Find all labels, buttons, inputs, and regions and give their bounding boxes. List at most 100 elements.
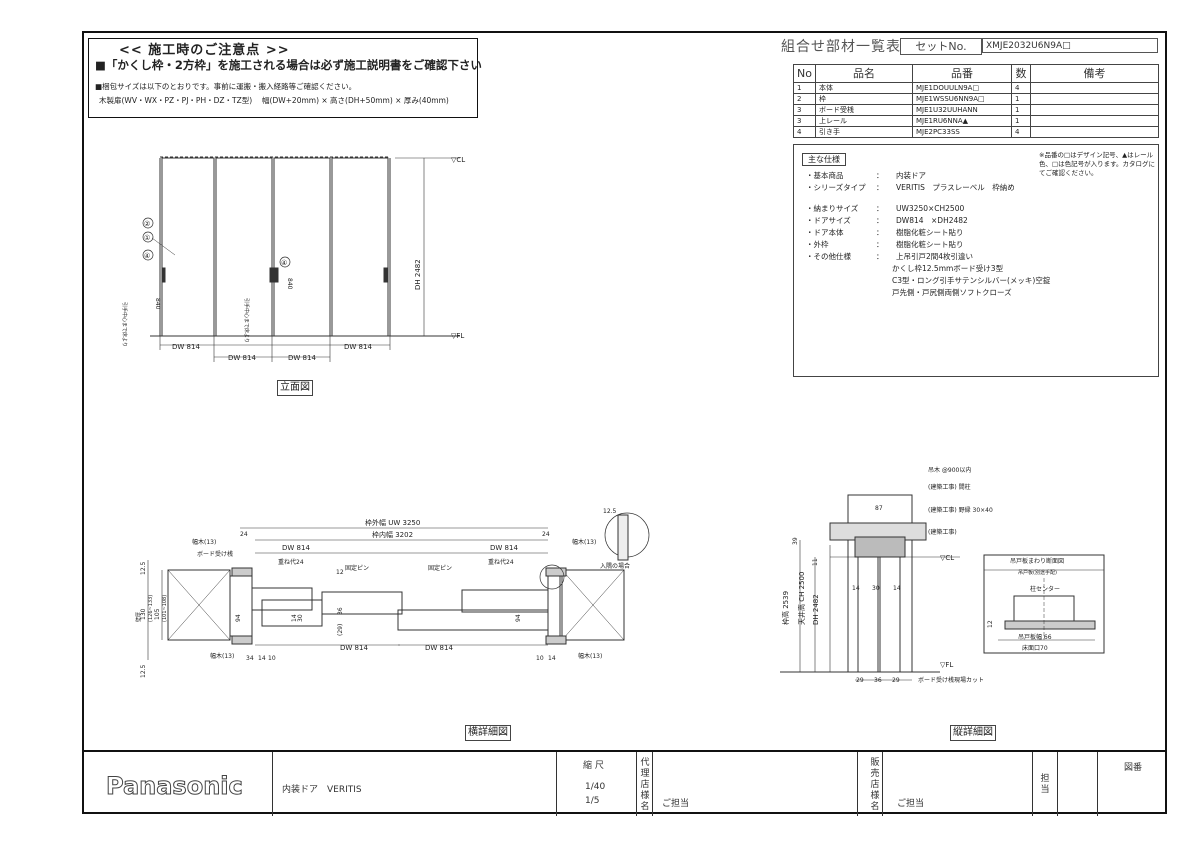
- plan-detail-label: 横詳細図: [465, 725, 511, 741]
- spec-value: 上吊引戸2間4枚引違い: [896, 252, 974, 261]
- notice-warning: ■「かくし枠・2方枠」を施工される場合は必ず施工説明書をご確認下さい: [95, 58, 482, 72]
- elevation-view: [142, 156, 460, 362]
- handle-height-2: 840: [286, 278, 293, 290]
- spec-row: ・ドアサイズ：DW814 ×DH2482: [806, 216, 968, 225]
- handle-note-2: 引手中心まで床より: [243, 298, 250, 343]
- plan-dim-24b: 24: [542, 531, 550, 538]
- plan-dim-14b: 14: [548, 655, 556, 662]
- scale-1: 1/40: [585, 782, 606, 792]
- section-dim-11: 11: [812, 558, 819, 566]
- plan-dim-12-5: 12.5: [603, 508, 617, 515]
- inset-dim-66: 吊戸板幅 66: [1018, 633, 1052, 641]
- spec-continued: 戸先側・戸尻側両側ソフトクローズ: [892, 288, 1012, 297]
- plan-overlap-1: 重ね代24: [278, 558, 304, 566]
- divider: [272, 752, 273, 816]
- plan-dim-24: 24: [240, 531, 248, 538]
- plan-dim-14c: 14: [291, 614, 298, 622]
- spec-row: ・ドア本体：樹脂化粧シート貼り: [806, 228, 964, 237]
- section-dim-29a: 29: [856, 677, 864, 684]
- title-block: Panasonic 内装ドア VERITIS 縮 尺 1/40 1/5 代理店様…: [82, 750, 1167, 816]
- divider: [652, 752, 653, 816]
- divider: [636, 752, 637, 816]
- elevation-label: 立面図: [277, 380, 313, 396]
- scale-cell: 縮 尺 1/40 1/5: [556, 752, 636, 816]
- spec-note: ※品番の□はデザイン記号、▲はレール色、□は色記号が入ります。カタログにてご確認…: [1039, 151, 1155, 177]
- spec-key: ・その他仕様: [806, 252, 851, 261]
- spec-value: DW814 ×DH2482: [896, 216, 968, 225]
- cell: MJE2PC33SS: [911, 126, 1012, 138]
- divider: [882, 752, 883, 816]
- section-ceiling: 吊木 @900以内: [928, 466, 971, 474]
- vertical-section-view: [780, 494, 1105, 681]
- divider: [1032, 752, 1033, 816]
- elevation-cl-label: ▽CL: [451, 156, 465, 164]
- spec-row: ・基本商品：内装ドア: [806, 171, 926, 180]
- plan-dim-10: 10: [268, 655, 276, 662]
- elevation-dw-4: DW 814: [344, 343, 372, 351]
- plan-dim-94: 94: [235, 614, 242, 622]
- plan-dim-10b: 10: [536, 655, 544, 662]
- set-number-label: セットNo.: [900, 38, 982, 55]
- spec-key: ・ドア本体: [806, 228, 844, 237]
- dealer-charge: ご担当: [897, 799, 925, 809]
- set-number-value: XMJE2032U6N9A□: [982, 38, 1158, 53]
- plan-wall: 壁厚: [135, 612, 142, 622]
- inset-dim-70: 床面口70: [1022, 644, 1048, 652]
- handle-height: 840: [154, 298, 161, 310]
- plan-dim-12: 12: [336, 569, 344, 576]
- plan-board: ボード受け桟: [197, 550, 233, 558]
- inset-dim-12: 12: [987, 620, 994, 628]
- spec-value: 樹脂化粧シート貼り: [896, 240, 964, 249]
- spec-key: ・納まりサイズ: [806, 204, 859, 213]
- section-dim-14a: 14: [852, 585, 860, 592]
- elevation-dw-2: DW 814: [228, 354, 256, 362]
- scale-label: 縮 尺: [583, 761, 604, 771]
- drawing-sheet: [82, 31, 1167, 814]
- spec-value: VERITIS プラスレーベル 枠納め: [896, 183, 1015, 192]
- plan-dw-4: DW 814: [425, 644, 453, 652]
- section-cl: ▽CL: [940, 554, 954, 562]
- spec-box: 主な仕様 ※品番の□はデザイン記号、▲はレール色、□は色記号が入ります。カタログ…: [793, 144, 1159, 377]
- plan-dim-130: 130: [140, 608, 147, 620]
- elevation-fl-label: ▽FL: [451, 332, 464, 340]
- plan-dw-3: DW 814: [340, 644, 368, 652]
- spec-key: ・外枠: [806, 240, 829, 249]
- plan-pin-2: 固定ピン: [428, 564, 452, 572]
- plan-dim-36: 36: [337, 607, 344, 615]
- divider: [1097, 752, 1098, 816]
- section-detail-label: 縦詳細図: [950, 725, 996, 741]
- plan-overlap-2: 重ね代24: [488, 558, 514, 566]
- plan-dim-range1: (126~133): [148, 595, 154, 622]
- elevation-dh: DH 2482: [414, 259, 422, 290]
- section-dim-14b: 14: [893, 585, 901, 592]
- spec-value: 内装ドア: [896, 171, 926, 180]
- spec-key: ・ドアサイズ: [806, 216, 851, 225]
- spec-row: ・その他仕様：上吊引戸2間4枚引違い: [806, 252, 974, 261]
- dealer-label: 販売店様名: [870, 758, 880, 812]
- drawing-number-label: 図番: [1124, 763, 1143, 773]
- spec-value: UW3250×CH2500: [896, 204, 965, 213]
- agent-label: 代理店様名: [640, 758, 650, 812]
- plan-dw-2: DW 814: [490, 544, 518, 552]
- plan-haba-1: 幅木(13): [192, 538, 216, 546]
- cell: [1029, 126, 1160, 138]
- notice-line-2: 木製扉(WV・WX・PZ・PJ・PH・DZ・TZ型) 幅(DW+20mm) × …: [99, 96, 449, 105]
- construction-notice: << 施工時のご注意点 >> ■「かくし枠・2方枠」を施工される場合は必ず施工説…: [88, 38, 482, 118]
- spec-value: 樹脂化粧シート貼り: [896, 228, 964, 237]
- plan-dw-1: DW 814: [282, 544, 310, 552]
- spec-row: ・納まりサイズ：UW3250×CH2500: [806, 204, 965, 213]
- plan-uw: 枠外幅 UW 3250: [365, 518, 420, 527]
- handle-note: 引手中心まで床より: [121, 302, 128, 347]
- callout-4: ④: [144, 252, 150, 260]
- spec-heading: 主な仕様: [802, 153, 846, 166]
- parts-list-title: 組合せ部材一覧表: [781, 39, 901, 55]
- callout-4b: ④: [281, 259, 287, 267]
- plan-dim-12-5-a: 12.5: [140, 561, 147, 575]
- plan-dim-29: (29): [337, 624, 344, 636]
- divider: [1057, 752, 1058, 816]
